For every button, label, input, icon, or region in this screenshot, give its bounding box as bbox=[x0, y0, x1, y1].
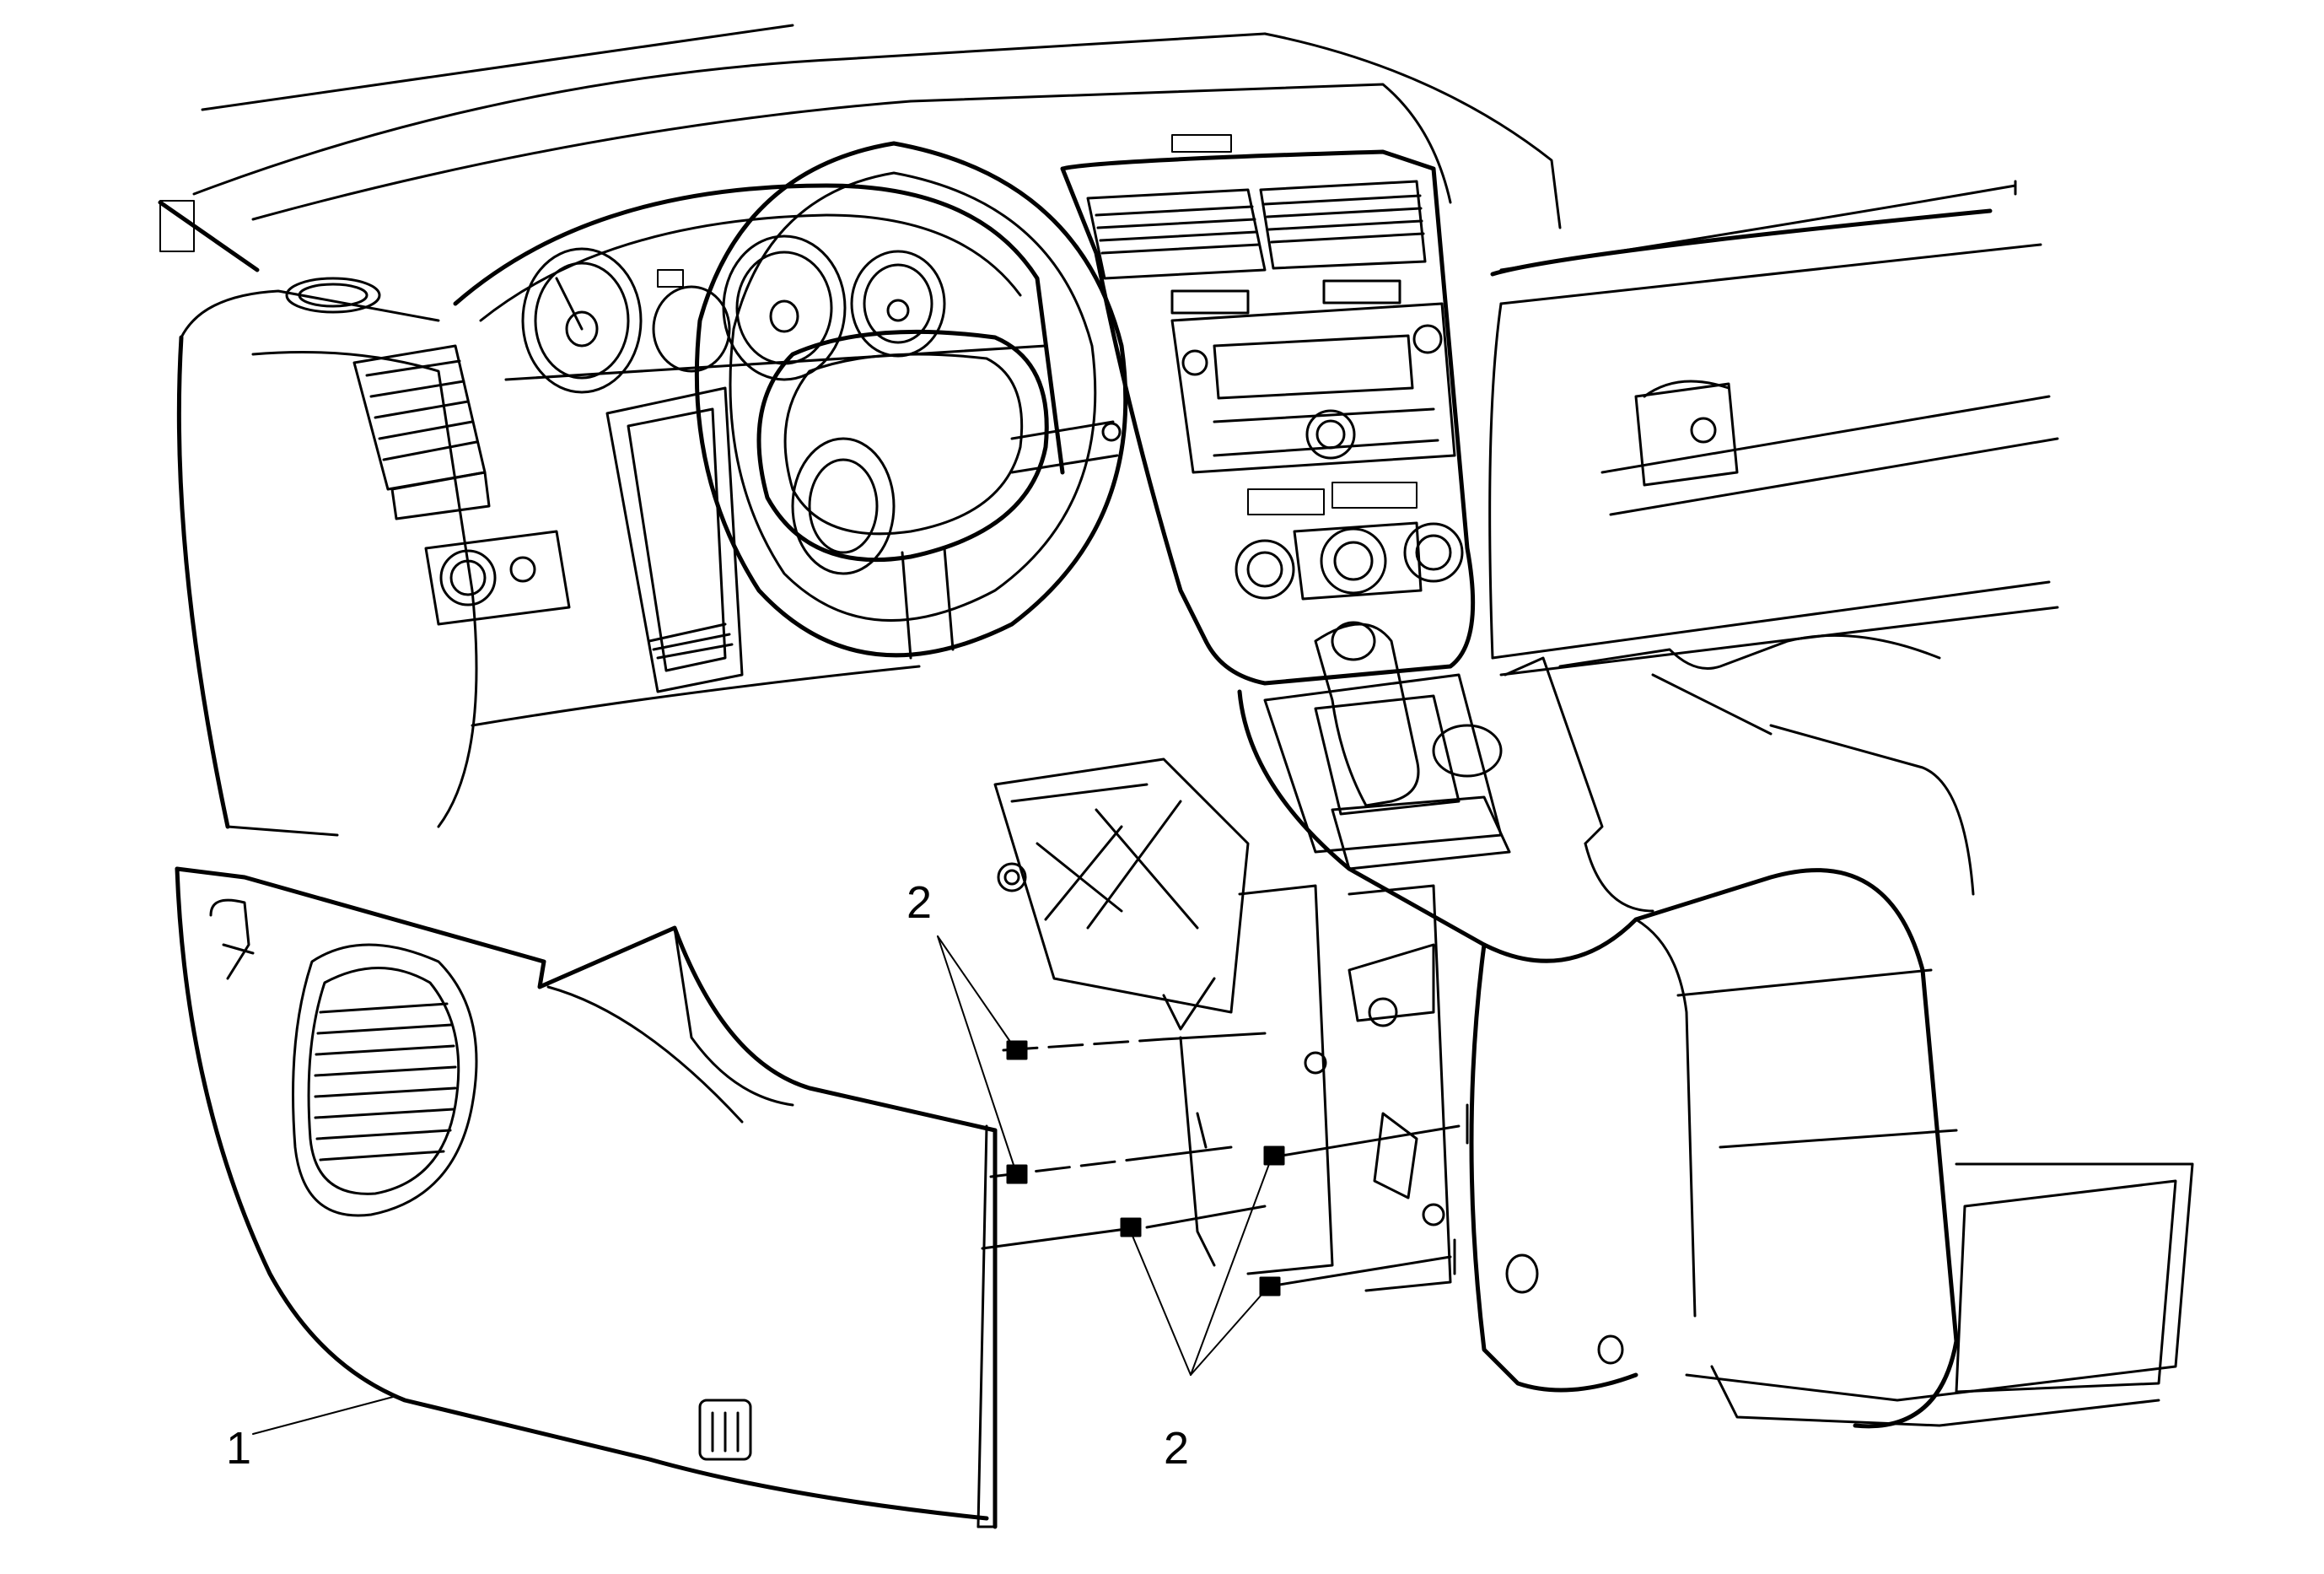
knee-bolster-panel bbox=[175, 866, 998, 1529]
retainer-clips bbox=[1006, 1040, 1285, 1296]
steering-wheel bbox=[694, 141, 1128, 660]
under-dash-bracket bbox=[993, 757, 1452, 1292]
leader-2-upper-b bbox=[937, 935, 1017, 1173]
leader-1 bbox=[252, 1395, 397, 1435]
callout-1: 1 bbox=[226, 1423, 251, 1474]
left-dash-end bbox=[158, 200, 478, 837]
callout-labels: 2 2 1 bbox=[226, 877, 1189, 1474]
passenger-dash bbox=[1488, 208, 2059, 676]
console-side-panel bbox=[1469, 918, 2194, 1427]
alignment-lines bbox=[981, 1032, 1469, 1288]
center-console bbox=[1237, 621, 1975, 1429]
leader-2-lower-b bbox=[1190, 1156, 1272, 1376]
callout-2-lower: 2 bbox=[1164, 1423, 1189, 1474]
leader-2-lower-c bbox=[1190, 1287, 1268, 1376]
left-air-vent bbox=[352, 344, 491, 520]
leader-lines bbox=[252, 935, 1272, 1435]
headlamp-switch bbox=[424, 530, 571, 626]
steering-column-opening bbox=[471, 386, 921, 727]
callout-2-upper: 2 bbox=[906, 877, 932, 928]
center-stack bbox=[1060, 134, 1476, 686]
dash-top-outline bbox=[192, 24, 2017, 272]
leader-2-upper-a bbox=[937, 935, 1017, 1051]
leader-2-lower-a bbox=[1129, 1229, 1192, 1376]
instrument-cluster bbox=[453, 183, 1065, 475]
